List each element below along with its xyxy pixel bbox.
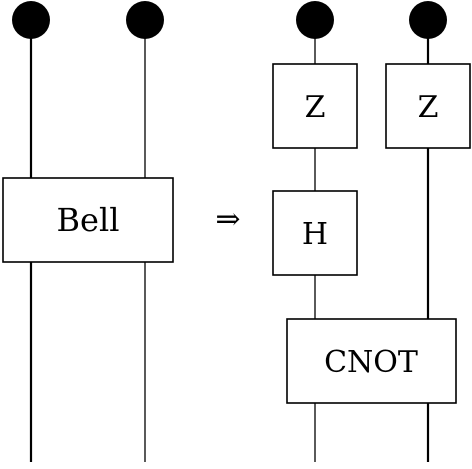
z-gate-left: Z [272, 63, 358, 149]
h-gate-label: H [302, 217, 328, 252]
bell-gate: Bell [2, 177, 174, 263]
z-gate-right: Z [385, 63, 471, 149]
right-circuit: Z Z H CNOT [272, 1, 471, 462]
bell-gate-box [2, 177, 174, 263]
z-gate-right-box [385, 63, 471, 149]
qubit-input-dot [296, 1, 334, 39]
bell-gate-label: Bell [57, 201, 120, 239]
qubit-input-dot [12, 1, 50, 39]
implies-arrow: ⇒ [215, 202, 240, 237]
left-circuit: Bell [2, 1, 174, 462]
cnot-gate-label: CNOT [324, 345, 418, 380]
z-gate-right-label: Z [418, 90, 439, 125]
qubit-input-dot [126, 1, 164, 39]
cnot-gate-box [286, 318, 457, 404]
z-gate-left-label: Z [305, 90, 326, 125]
z-gate-left-box [272, 63, 358, 149]
cnot-gate: CNOT [286, 318, 457, 404]
h-gate: H [272, 190, 358, 276]
qubit-input-dot [409, 1, 447, 39]
h-gate-box [272, 190, 358, 276]
